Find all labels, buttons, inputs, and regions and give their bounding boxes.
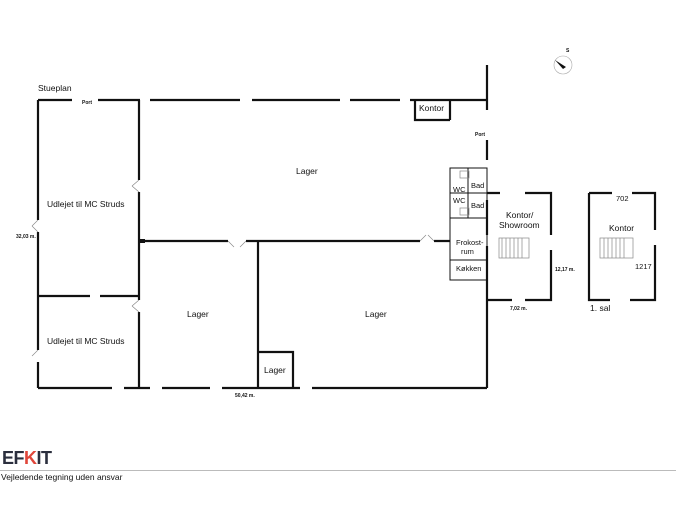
room-frokost-1: Frokost- xyxy=(456,238,484,247)
room-udlejet-1: Udlejet til MC Struds xyxy=(47,199,124,209)
room-lager-left: Lager xyxy=(187,309,209,319)
room-lager-right: Lager xyxy=(365,309,387,319)
floor-title: Stueplan xyxy=(38,83,72,93)
showroom-walls xyxy=(487,191,553,302)
service-block xyxy=(449,167,488,281)
logo-part: EF xyxy=(2,448,25,468)
disclaimer: Vejledende tegning uden ansvar xyxy=(1,472,123,482)
dim-showroom-h: 12,17 m. xyxy=(555,267,575,273)
upper-room-kontor: Kontor xyxy=(609,223,634,233)
room-bad-1: Bad xyxy=(471,181,484,190)
upper-dim-side: 1217 xyxy=(635,262,652,271)
room-wc-2: WC xyxy=(453,196,466,205)
port-right-label: Port xyxy=(475,132,485,138)
upper-dim-top: 702 xyxy=(616,194,629,203)
logo-part: K xyxy=(24,448,37,468)
room-lager-main: Lager xyxy=(296,166,318,176)
room-showroom-2: Showroom xyxy=(499,220,540,230)
room-udlejet-2: Udlejet til MC Struds xyxy=(47,336,124,346)
door-swings xyxy=(31,179,435,357)
dim-width: 50,42 m. xyxy=(235,393,255,399)
logo-part: IT xyxy=(36,448,53,468)
room-kokken: Køkken xyxy=(456,264,481,273)
svg-text:S: S xyxy=(566,48,570,54)
outer-walls xyxy=(36,65,489,390)
divider xyxy=(0,470,676,471)
upper-floor-walls xyxy=(587,191,657,302)
inner-walls xyxy=(38,100,452,388)
room-kontor-top: Kontor xyxy=(419,103,444,113)
room-showroom-1: Kontor/ xyxy=(506,210,534,220)
room-frokost-2: rum xyxy=(461,247,474,256)
room-bad-2: Bad xyxy=(471,201,484,210)
room-lager-small: Lager xyxy=(264,365,286,375)
efkit-logo: EFKIT xyxy=(2,448,52,469)
room-wc-1: WC xyxy=(453,185,466,194)
compass-icon: S xyxy=(553,48,573,75)
upper-floor-title: 1. sal xyxy=(590,303,610,313)
dim-showroom-w: 7,02 m. xyxy=(510,306,528,312)
dim-height: 32,03 m. xyxy=(16,234,36,240)
port-top-label: Port xyxy=(82,100,92,106)
